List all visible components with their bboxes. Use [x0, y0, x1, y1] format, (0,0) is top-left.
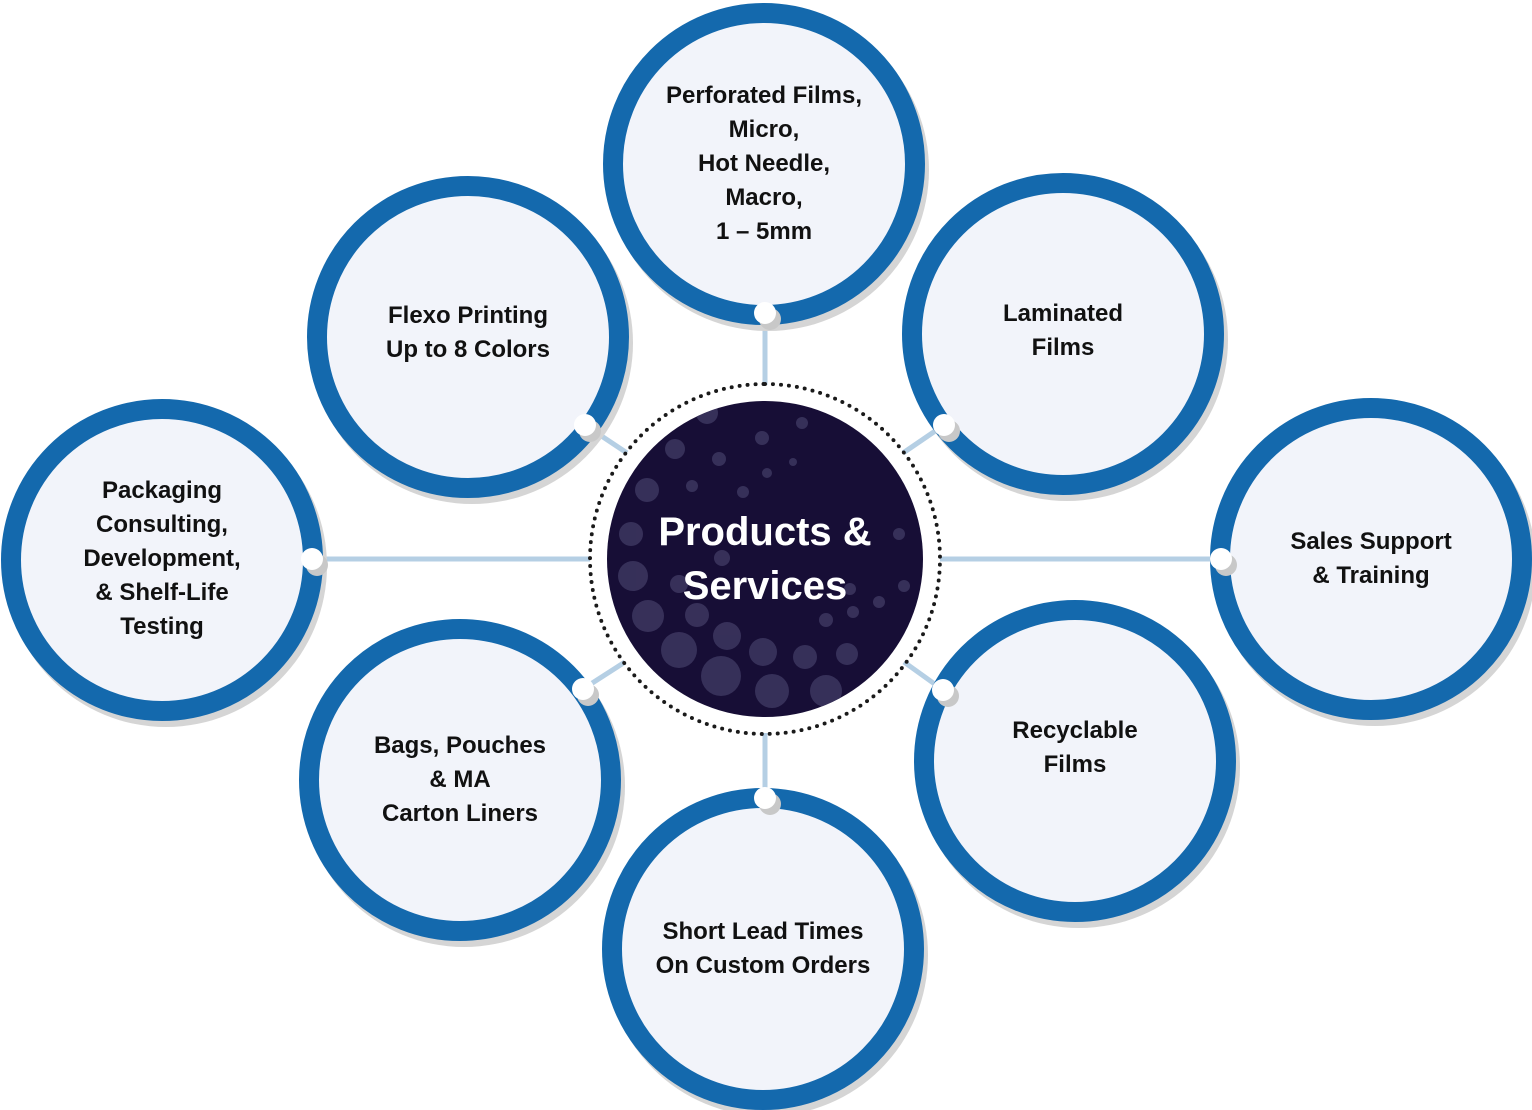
connector-dot-packaging-consulting [301, 548, 323, 570]
bubble-label: Laminated Films [1002, 300, 1124, 361]
bubble-label: Flexo Printing Up to 8 Colors [385, 302, 550, 363]
hub-bubble-texture [618, 402, 910, 708]
bubble-label: Bags, Pouches & MA Carton Liners [373, 732, 547, 827]
bubble-label: Packaging Consulting, Development, & She… [83, 477, 241, 640]
bubble-label: Sales Support & Training [1290, 528, 1452, 589]
bubble-bags-pouches: Bags, Pouches & MA Carton Liners [299, 619, 621, 941]
center-dotted-ring [588, 382, 942, 736]
bubble-packaging-consulting: Packaging Consulting, Development, & She… [1, 399, 323, 721]
connector-dot-short-lead-times [754, 787, 776, 809]
bubble-laminated-films: Laminated Films [902, 173, 1224, 495]
bubble-label: Perforated Films, Micro, Hot Needle, Mac… [665, 82, 863, 245]
bubble-flexo-printing: Flexo Printing Up to 8 Colors [307, 176, 629, 498]
bubble-label: Short Lead Times On Custom Orders [655, 918, 871, 979]
connector-dot-sales-support [1210, 548, 1232, 570]
center-title: Products & Services [658, 510, 872, 608]
connector-dot-recyclable-films [932, 679, 954, 701]
bubble-sales-support: Sales Support & Training [1210, 398, 1532, 720]
bubble-label: Recyclable Films [1012, 717, 1138, 778]
connector-dot-laminated-films [933, 414, 955, 436]
bubble-recyclable-films: Recyclable Films [914, 600, 1236, 922]
bubble-perforated-films: Perforated Films, Micro, Hot Needle, Mac… [603, 3, 925, 325]
connector-dot-perforated-films [754, 302, 776, 324]
connector-dot-bags-pouches [572, 678, 594, 700]
bubble-short-lead-times: Short Lead Times On Custom Orders [602, 788, 924, 1110]
connector-dot-flexo-printing [574, 414, 596, 436]
center-hub: Products & Services [607, 401, 923, 717]
